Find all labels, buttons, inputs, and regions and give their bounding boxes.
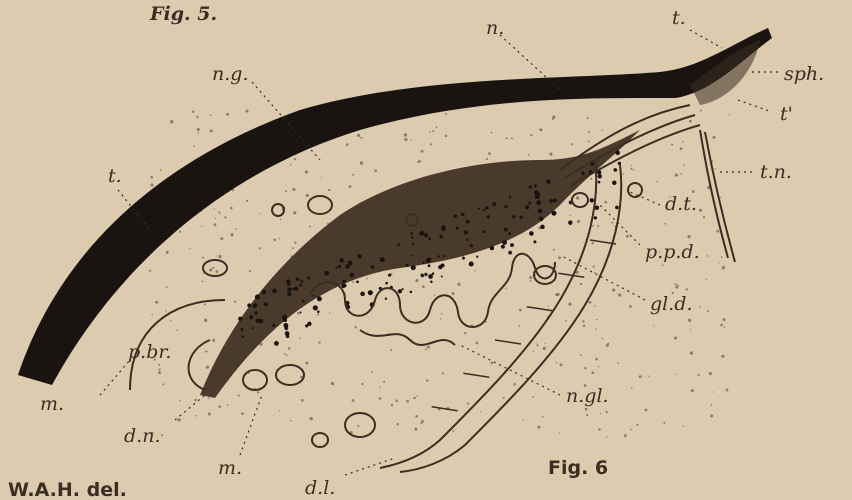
label-n: n. [486,17,504,39]
label-ng: n.g. [212,63,248,85]
label-pbr: p.br. [128,341,171,363]
figure-caption: Fig. 6 [548,457,608,479]
top-caption: Fig. 5. [149,3,217,25]
label-t-left: t. [108,165,122,187]
artist-credit: W.A.H. del. [8,479,127,500]
label-tn: t.n. [760,161,792,183]
label-m-left: m. [40,393,64,415]
label-ppd: p.p.d. [645,241,700,263]
label-dt: d.t. [665,193,697,215]
label-dn: d.n. [124,425,160,447]
label-sph: sph. [784,63,824,85]
label-gld: gl.d. [650,293,692,315]
label-t-top: t. [672,7,686,29]
label-dl: d.l. [305,477,335,499]
label-ngl: n.gl. [566,385,609,407]
label-m-bottom: m. [218,457,242,479]
label-t-prime: t' [780,103,793,125]
